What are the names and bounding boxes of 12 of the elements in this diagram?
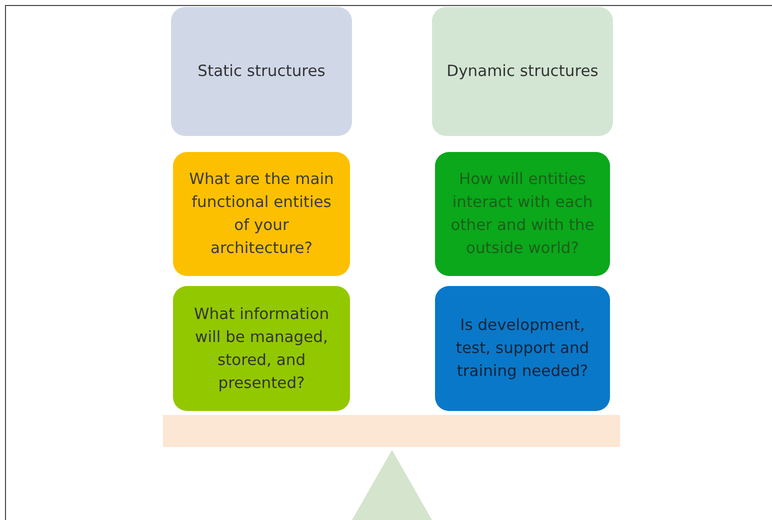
box-text: Dynamic structures — [446, 61, 598, 82]
heading-box — [171, 7, 352, 136]
box-text: What are the main functional entities of your architecture? — [188, 169, 335, 259]
box-text: Is development, test, support and training needed? — [454, 315, 590, 382]
box-text: How will entities interact with each other and with the outside world? — [450, 169, 596, 259]
heading-box — [432, 7, 613, 136]
question-box — [435, 286, 610, 411]
box-text: What information will be managed, stored, and presented? — [192, 304, 330, 394]
question-box — [435, 152, 610, 276]
question-box — [173, 286, 350, 411]
question-box — [173, 152, 350, 276]
box-text: Static structures — [198, 61, 326, 82]
